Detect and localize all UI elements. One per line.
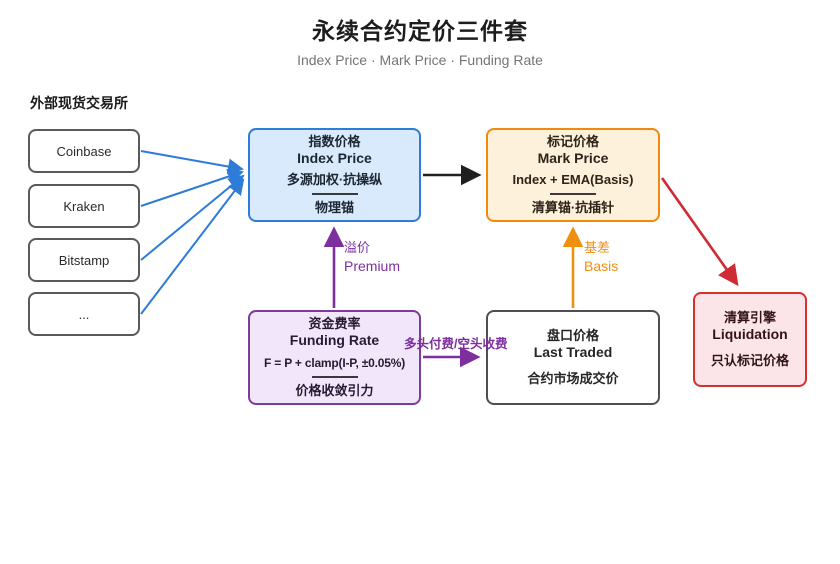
node-footer: 价格收敛引力 <box>295 382 374 398</box>
node-title-en: Liquidation <box>712 326 788 343</box>
node-index-price: 指数价格 Index Price 多源加权·抗操纵 物理锚 <box>248 128 421 222</box>
mark-to-liquidation-arrow <box>660 177 739 287</box>
node-liquidation: 清算引擎 Liquidation 只认标记价格 <box>693 292 807 387</box>
node-title-zh: 资金费率 <box>308 316 361 331</box>
edge-label-premium-en: Premium <box>344 257 401 274</box>
node-body: Index + EMA(Basis) <box>512 171 634 187</box>
edge-label-premium: 溢价 Premium <box>344 240 400 275</box>
node-title-en: Funding Rate <box>289 332 380 349</box>
edge-label-funding-flow: 多头付费/空头收费 <box>404 337 508 351</box>
edge-label-basis-zh: 基差 <box>584 240 611 255</box>
node-body: 只认标记价格 <box>710 352 789 368</box>
node-last-traded: 盘口价格 Last Traded 合约市场成交价 <box>486 310 660 405</box>
node-title-zh: 指数价格 <box>308 134 361 149</box>
node-title-en: Mark Price <box>537 150 609 167</box>
exchange-box-kraken: Kraken <box>28 184 140 228</box>
node-body: 合约市场成交价 <box>527 370 619 386</box>
edge-label-basis: 基差 Basis <box>584 240 618 275</box>
node-title-en: Index Price <box>297 150 372 167</box>
exchange-box-coinbase: Coinbase <box>28 129 140 173</box>
node-body: 多源加权·抗操纵 <box>286 171 383 187</box>
exchange-label: Bitstamp <box>58 252 110 268</box>
exchange-box-bitstamp: Bitstamp <box>28 238 140 282</box>
divider <box>311 375 358 378</box>
node-footer: 物理锚 <box>314 199 354 215</box>
node-title-zh: 清算引擎 <box>723 310 776 325</box>
divider <box>311 192 358 195</box>
exchange-label: ... <box>78 306 90 322</box>
edge-label-basis-en: Basis <box>584 257 619 274</box>
exchange-to-index-arrows <box>140 150 245 315</box>
divider <box>550 192 596 195</box>
exchange-box-others: ... <box>28 292 140 336</box>
page-title: 永续合约定价三件套 <box>312 18 528 44</box>
node-title-zh: 盘口价格 <box>546 328 599 343</box>
node-body: F = P + clamp(I-P, ±0.05%) <box>263 355 405 370</box>
page-subtitle: Index Price · Mark Price · Funding Rate <box>297 52 543 68</box>
node-mark-price: 标记价格 Mark Price Index + EMA(Basis) 清算锚·抗… <box>486 128 660 222</box>
exchange-label: Coinbase <box>56 143 112 159</box>
node-funding-rate: 资金费率 Funding Rate F = P + clamp(I-P, ±0.… <box>248 310 421 405</box>
node-title-zh: 标记价格 <box>546 134 599 149</box>
exchange-label: Kraken <box>63 198 105 214</box>
node-footer: 清算锚·抗插针 <box>531 199 615 215</box>
edge-label-premium-zh: 溢价 <box>344 240 371 255</box>
node-title-en: Last Traded <box>533 344 613 361</box>
exchanges-group-label: 外部现货交易所 <box>30 95 128 111</box>
